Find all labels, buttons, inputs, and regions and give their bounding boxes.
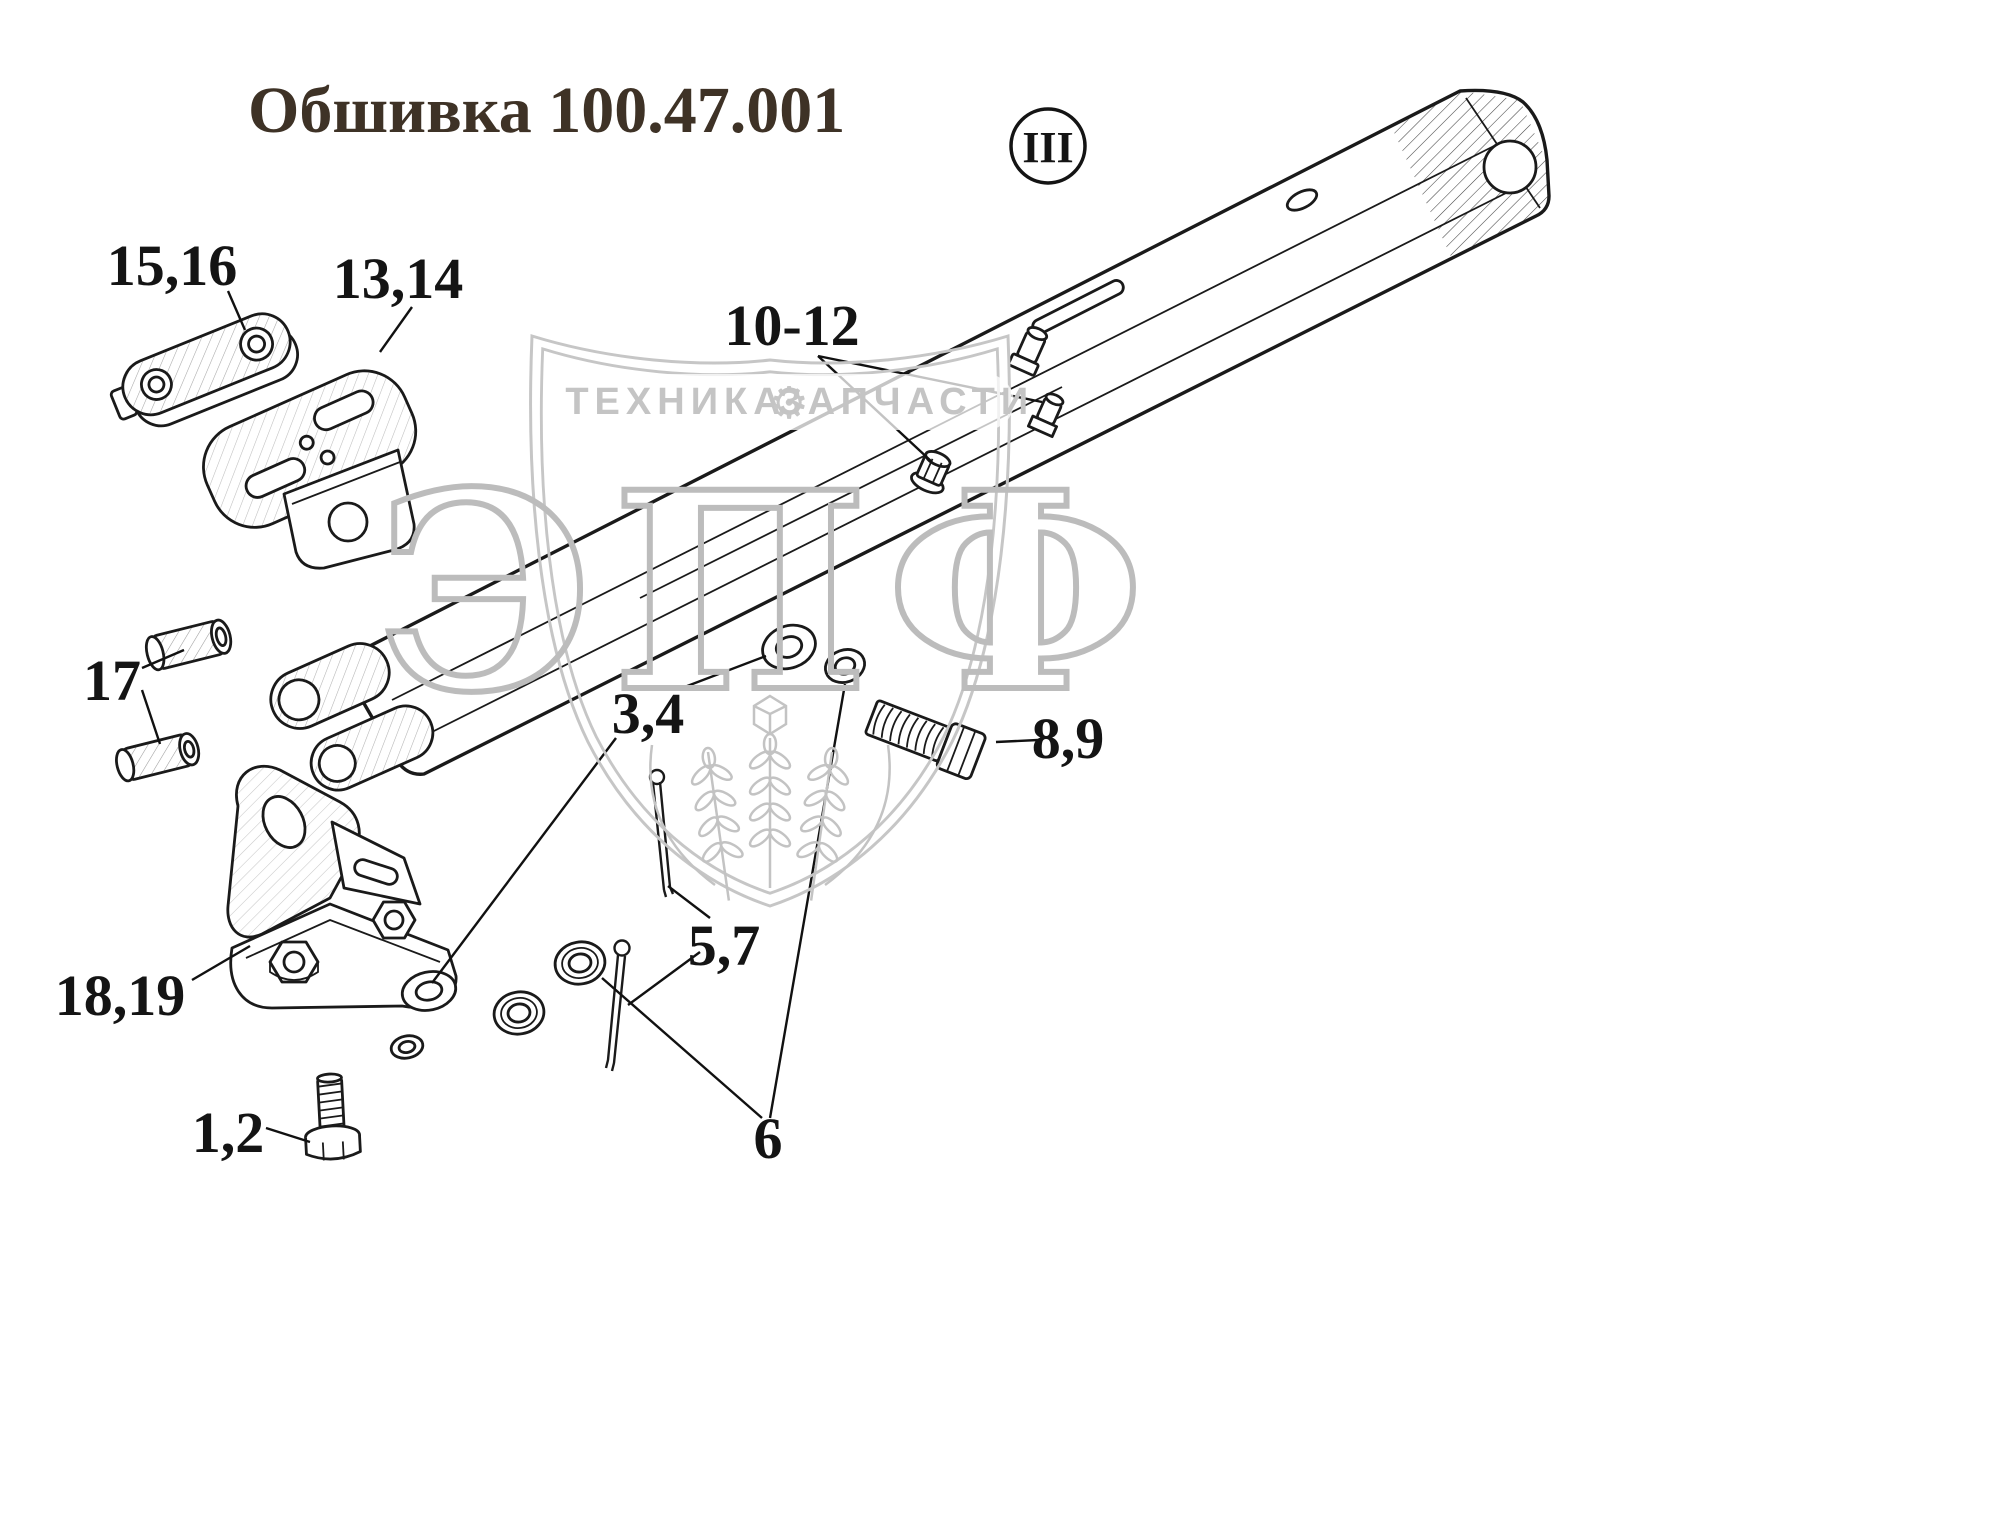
washer-3-4-lower xyxy=(400,970,458,1012)
part-label-3-4: 3,4 xyxy=(612,681,685,746)
cotter-pin-lower xyxy=(604,939,631,1072)
beam-fork-lower-tab xyxy=(309,704,435,792)
bracket-18-19 xyxy=(226,764,458,1010)
part-label-1-2: 1,2 xyxy=(192,1100,265,1165)
washer-6-ring xyxy=(824,648,866,684)
washer-small-ring xyxy=(389,1034,425,1060)
beam-stud-lower xyxy=(1026,392,1065,439)
bolt-8-9 xyxy=(864,699,987,781)
part-label-10-12: 10-12 xyxy=(724,293,859,358)
beam-bolt-with-washer xyxy=(910,450,952,495)
link-plates-15-16 xyxy=(109,312,299,428)
part-label-17: 17 xyxy=(83,648,141,713)
part-label-6: 6 xyxy=(754,1106,783,1171)
part-label-18-19: 18,19 xyxy=(55,963,186,1028)
bracket-13-14 xyxy=(202,369,418,570)
beam-stud-upper xyxy=(1007,326,1049,377)
watermark-left-text: ТЕХНИКА xyxy=(565,381,786,423)
watermark: ТЕХНИКА ⚙ ЗАПЧАСТИ ЭПФ xyxy=(374,333,1148,908)
watermark-wheat-emblem xyxy=(649,694,891,905)
watermark-right-text: ЗАПЧАСТИ xyxy=(778,381,1034,423)
washer-pair-left xyxy=(492,990,546,1036)
watermark-ribbon xyxy=(566,374,1014,430)
section-marker-text: III xyxy=(1022,123,1073,172)
part-label-13-14: 13,14 xyxy=(333,246,464,311)
drawing-layer xyxy=(109,88,1551,1161)
beam-oval-hole xyxy=(1285,188,1319,212)
washer-pair-right xyxy=(553,940,607,986)
part-label-5-7: 5,7 xyxy=(688,913,761,978)
beam-fork-upper-tab xyxy=(269,642,391,730)
part-label-8-9: 8,9 xyxy=(1032,706,1105,771)
part-label-15-16: 15,16 xyxy=(107,233,238,298)
section-marker: III xyxy=(1009,107,1087,185)
base-bolt-right xyxy=(371,900,417,940)
diagram-title: Обшивка 100.47.001 xyxy=(248,74,845,147)
beam-end-hatching xyxy=(1392,91,1549,259)
beam-end-hole xyxy=(1482,139,1538,195)
bushing-17-lower xyxy=(115,732,201,783)
text-layer: Обшивка 100.47.001 III 15,16 13,14 10-12… xyxy=(55,74,1105,1171)
beam-arm xyxy=(269,88,1551,792)
gear-icon: ⚙ xyxy=(769,378,808,429)
bolt-1-2 xyxy=(304,1072,362,1161)
base-bolt-left xyxy=(268,940,320,984)
